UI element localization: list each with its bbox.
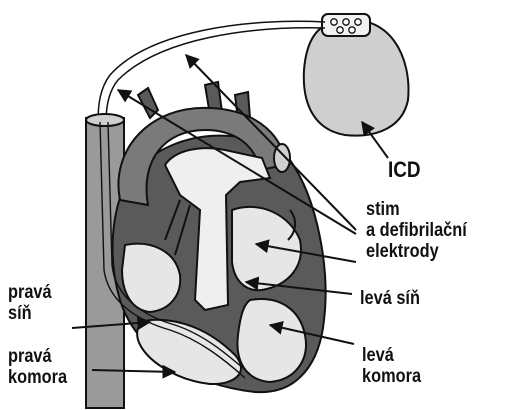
right-atrium-label-line1: pravá	[8, 283, 52, 303]
icd-device	[304, 14, 409, 136]
left-ventricle-label-line1: levá	[362, 346, 394, 366]
right-atrium-label-line2: síň	[8, 304, 32, 324]
left-ventricle-label-line2: komora	[362, 367, 421, 387]
right-ventricle-label-line2: komora	[8, 368, 67, 388]
electrodes-label-line2: a defibrilační	[366, 221, 467, 241]
icd-label: ICD	[388, 158, 421, 182]
left-atrium-label: levá síň	[360, 289, 420, 309]
right-ventricle-label-line1: pravá	[8, 347, 52, 367]
electrodes-label-line3: elektrody	[366, 242, 439, 262]
electrodes-label-line1: stim	[366, 200, 400, 220]
